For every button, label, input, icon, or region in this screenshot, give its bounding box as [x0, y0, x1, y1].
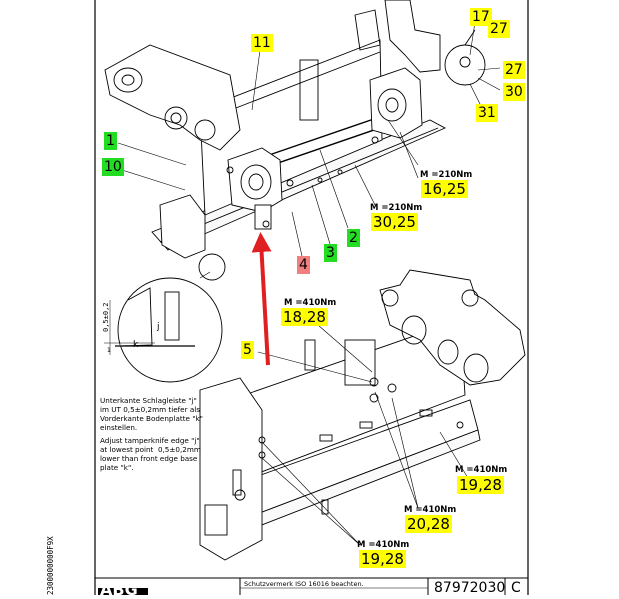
torque-label-6: M =410Nm: [357, 540, 410, 550]
torque-value-6: 19,28: [359, 550, 406, 568]
revision-letter: C: [511, 580, 521, 596]
note-english: Adjust tamperknife edge "j" at lowest po…: [100, 436, 201, 472]
leader-lines-upper: [117, 21, 501, 257]
protection-notice: Schutzvermerk ISO 16016 beachten.: [244, 580, 364, 588]
lower-tamper-assembly: [199, 269, 526, 561]
callout-1: 1: [104, 132, 117, 150]
detail-label-j: j: [157, 322, 160, 332]
torque-value-2: 30,25: [371, 213, 418, 231]
torque-label-3: M =410Nm: [284, 298, 337, 308]
logo-text: ABG: [100, 580, 138, 599]
detail-dimension: 0,5±0,2: [102, 302, 110, 332]
callout-27-side: 27: [503, 61, 525, 79]
callout-5: 5: [241, 341, 254, 359]
torque-label-1: M =210Nm: [420, 170, 473, 180]
detail-label-k: k: [133, 340, 139, 350]
callout-4: 4: [297, 256, 310, 274]
callout-3: 3: [324, 244, 337, 262]
logo-mark: [98, 588, 148, 595]
torque-value-1: 16,25: [421, 180, 468, 198]
callout-27-top: 27: [488, 20, 510, 38]
torque-value-4: 19,28: [457, 476, 504, 494]
upper-screed-assembly: [104, 0, 486, 281]
red-indicator-arrow: [251, 232, 272, 366]
callout-31: 31: [476, 104, 498, 122]
leader-lines-lower: [257, 324, 469, 546]
detail-view-edge: [104, 271, 223, 383]
torque-label-2: M =210Nm: [370, 203, 423, 213]
callout-10: 10: [102, 158, 124, 176]
detail-label-i: 1: [107, 347, 111, 354]
callout-17: 17: [470, 8, 492, 26]
torque-value-3: 18,28: [281, 308, 328, 326]
torque-label-5: M =410Nm: [404, 505, 457, 515]
side-code: 2300000000F9X: [46, 536, 55, 595]
torque-label-4: M =410Nm: [455, 465, 508, 475]
callout-2: 2: [347, 229, 360, 247]
callout-11: 11: [251, 34, 273, 52]
drawing-number: 87972030: [434, 580, 506, 596]
note-german: Unterkante Schlagleiste "j" im UT 0,5±0,…: [100, 396, 203, 432]
callout-30: 30: [503, 83, 525, 101]
sheet-frame: [94, 0, 529, 595]
torque-value-5: 20,28: [405, 515, 452, 533]
